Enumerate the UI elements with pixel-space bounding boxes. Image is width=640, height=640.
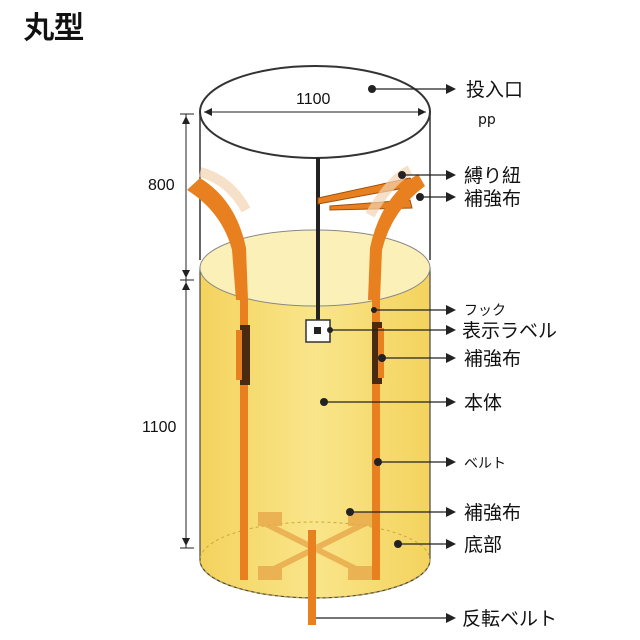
body-height-value: 1100 [142, 419, 177, 436]
inlet-opening [199, 65, 431, 159]
label-bottom: 底部 [464, 534, 502, 556]
label-inlet: 投入口 [466, 79, 523, 101]
left-lifting-belt [187, 167, 251, 580]
leader-dots [320, 85, 424, 548]
right-lifting-belt [365, 165, 425, 580]
leader-arrows [446, 84, 456, 623]
dimension-top-width: 1100 [204, 91, 426, 116]
dimension-vertical: 800 1100 [142, 113, 194, 549]
reverse-belt [308, 530, 316, 625]
top-width-value: 1100 [296, 91, 331, 108]
label-reinforcement-bottom: 補強布 [464, 502, 521, 524]
label-reinforcement-mid: 補強布 [464, 348, 521, 370]
loop-height-value: 800 [148, 177, 175, 194]
page-title: 丸型 [23, 11, 84, 46]
label-belt: ベルト [464, 456, 506, 472]
leader-lines [316, 88, 448, 619]
label-reverse-belt: 反転ベルト [462, 608, 557, 630]
label-reinforcement-top: 補強布 [464, 188, 521, 210]
label-inlet-material: pp [478, 112, 496, 128]
label-tie-string: 縛り紐 [464, 165, 521, 187]
label-display-label: 表示ラベル [462, 320, 557, 342]
label-body: 本体 [464, 392, 502, 414]
label-hook: フック [464, 303, 506, 319]
